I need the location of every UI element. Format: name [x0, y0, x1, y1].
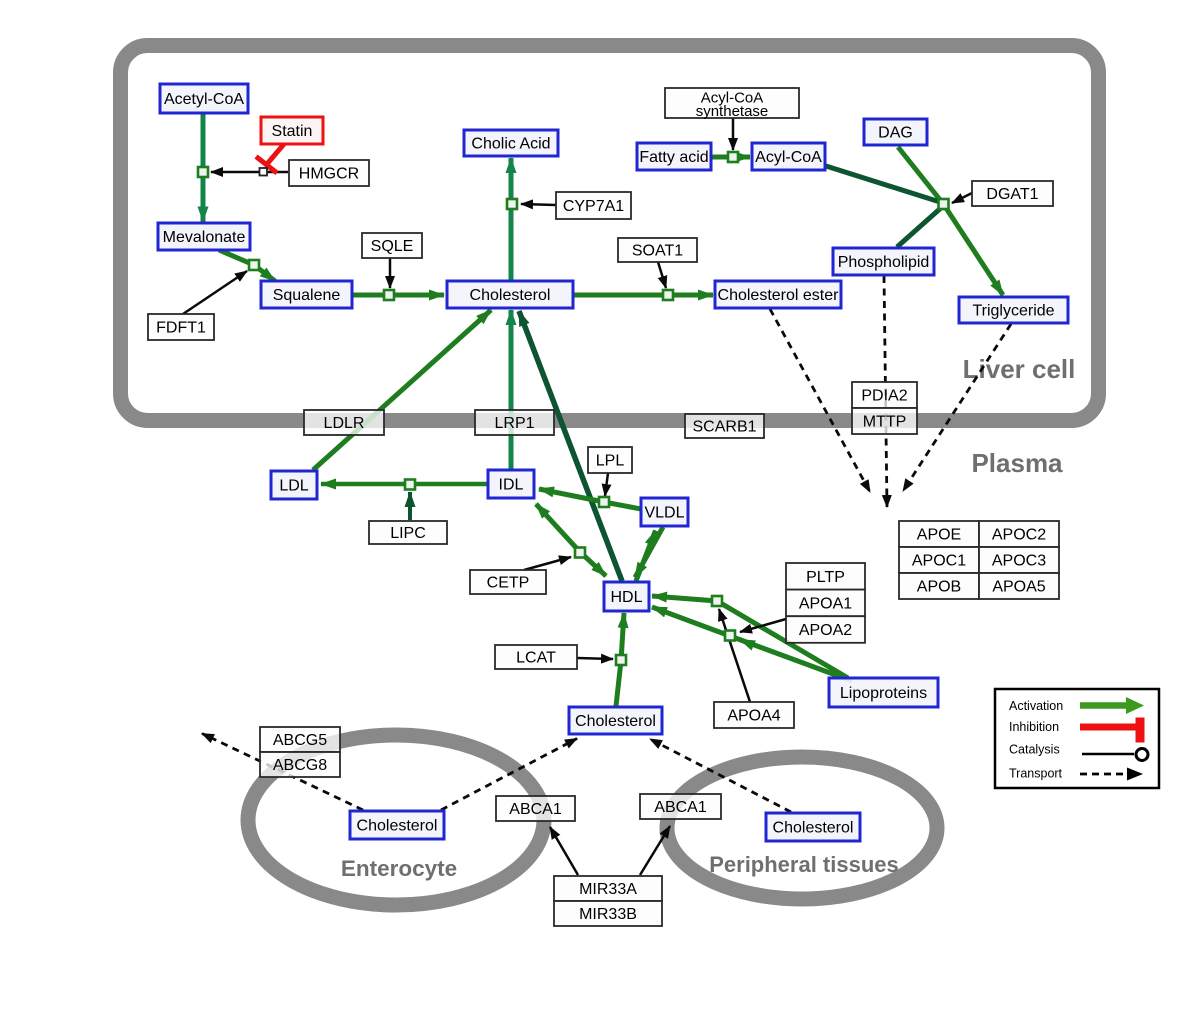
svg-text:Phospholipid: Phospholipid [838, 254, 930, 271]
svg-text:Lipoproteins: Lipoproteins [840, 685, 927, 702]
svg-text:ABCG5: ABCG5 [273, 732, 327, 749]
svg-text:ABCG8: ABCG8 [273, 757, 327, 774]
svg-text:LDLR: LDLR [324, 415, 365, 432]
svg-text:Cholesterol ester: Cholesterol ester [718, 287, 840, 304]
svg-text:VLDL: VLDL [644, 505, 684, 522]
svg-text:Acyl-CoA: Acyl-CoA [755, 149, 822, 166]
svg-text:MIR33A: MIR33A [579, 881, 637, 898]
svg-text:Transport: Transport [1009, 767, 1063, 781]
svg-text:Cholesterol: Cholesterol [575, 713, 656, 730]
svg-text:LDL: LDL [279, 478, 308, 495]
svg-text:Peripheral tissues: Peripheral tissues [709, 852, 899, 877]
svg-text:CETP: CETP [487, 575, 530, 592]
svg-text:APOA5: APOA5 [992, 579, 1045, 596]
svg-text:FDFT1: FDFT1 [156, 320, 206, 337]
svg-text:ABCA1: ABCA1 [509, 801, 562, 818]
svg-text:Catalysis: Catalysis [1009, 743, 1060, 757]
svg-text:Cholic Acid: Cholic Acid [471, 136, 550, 153]
svg-text:PDIA2: PDIA2 [861, 388, 907, 405]
svg-text:APOC2: APOC2 [992, 527, 1046, 544]
svg-text:Inhibition: Inhibition [1009, 720, 1059, 734]
svg-text:MIR33B: MIR33B [579, 906, 637, 923]
svg-text:Acetyl-CoA: Acetyl-CoA [164, 91, 244, 108]
svg-text:SQLE: SQLE [371, 238, 414, 255]
svg-text:APOB: APOB [917, 579, 961, 596]
svg-text:Enterocyte: Enterocyte [341, 856, 457, 881]
svg-text:Mevalonate: Mevalonate [163, 229, 246, 246]
svg-text:LIPC: LIPC [390, 525, 426, 542]
svg-text:Cholesterol: Cholesterol [773, 820, 854, 837]
svg-text:Squalene: Squalene [273, 287, 341, 304]
svg-text:synthetase: synthetase [696, 103, 769, 120]
svg-text:Cholesterol: Cholesterol [357, 818, 438, 835]
svg-text:DGAT1: DGAT1 [986, 186, 1038, 203]
svg-text:ABCA1: ABCA1 [654, 799, 707, 816]
svg-text:APOE: APOE [917, 527, 961, 544]
svg-text:PLTP: PLTP [806, 569, 845, 586]
svg-text:Plasma: Plasma [971, 448, 1063, 478]
svg-text:Statin: Statin [272, 123, 313, 140]
svg-text:SCARB1: SCARB1 [692, 419, 756, 436]
svg-text:HMGCR: HMGCR [299, 166, 359, 183]
svg-text:Activation: Activation [1009, 699, 1063, 713]
svg-text:APOC1: APOC1 [912, 553, 966, 570]
svg-text:APOC3: APOC3 [992, 553, 1046, 570]
svg-text:Cholesterol: Cholesterol [470, 287, 551, 304]
svg-text:LCAT: LCAT [516, 650, 556, 667]
svg-text:Fatty acid: Fatty acid [639, 149, 708, 166]
svg-text:CYP7A1: CYP7A1 [563, 198, 624, 215]
svg-text:APOA1: APOA1 [799, 595, 852, 612]
svg-text:DAG: DAG [878, 125, 913, 142]
svg-text:Triglyceride: Triglyceride [972, 303, 1054, 320]
svg-text:SOAT1: SOAT1 [632, 243, 683, 260]
svg-text:LRP1: LRP1 [494, 415, 534, 432]
svg-text:LPL: LPL [596, 453, 625, 470]
svg-text:Liver cell: Liver cell [963, 354, 1076, 384]
svg-text:APOA2: APOA2 [799, 622, 852, 639]
svg-text:MTTP: MTTP [863, 414, 907, 431]
svg-text:HDL: HDL [610, 589, 642, 606]
svg-text:IDL: IDL [499, 477, 524, 494]
svg-text:APOA4: APOA4 [727, 708, 780, 725]
svg-text:Acyl-CoA: Acyl-CoA [701, 90, 764, 107]
